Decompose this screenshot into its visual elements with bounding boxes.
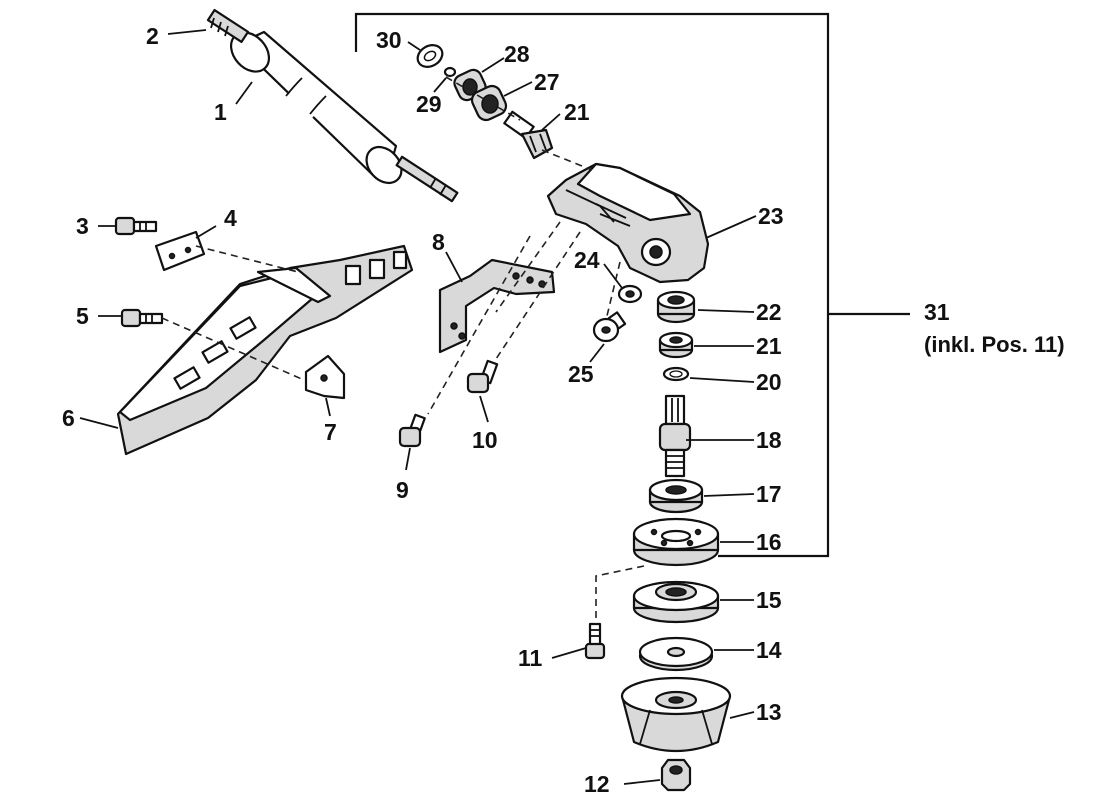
part-18-output-shaft (658, 394, 692, 478)
label-2: 2 (146, 23, 159, 49)
part-21-gear-lower (658, 331, 694, 359)
label-7: 7 (324, 419, 337, 445)
part-30-circlip (416, 44, 444, 68)
assembly-dash-lines (161, 76, 645, 624)
label-6: 6 (62, 405, 75, 431)
part-9-bolt (398, 413, 426, 448)
part-2-shaft-spline (206, 8, 459, 203)
label-29: 29 (416, 91, 442, 117)
part-27-bearing (470, 84, 508, 122)
label-1: 1 (214, 99, 227, 125)
part-labels: 2 1 3 4 5 6 7 8 9 10 30 28 29 27 21 23 2… (62, 23, 1065, 797)
part-4-plate (154, 230, 206, 272)
label-8: 8 (432, 229, 445, 255)
label-23: 23 (758, 203, 784, 229)
label-18: 18 (756, 427, 782, 453)
label-20: 20 (756, 369, 782, 395)
label-10: 10 (472, 427, 498, 453)
part-13-cup (620, 676, 732, 753)
assembly-bracket-31 (354, 12, 910, 558)
part-11-bolt (584, 622, 606, 660)
label-13: 13 (756, 699, 782, 725)
label-31: 31 (924, 299, 950, 325)
part-23-gear-housing (546, 162, 710, 284)
label-24: 24 (574, 247, 600, 273)
label-11: 11 (518, 645, 543, 671)
label-30: 30 (376, 27, 402, 53)
label-25: 25 (568, 361, 594, 387)
part-5-screw (120, 308, 164, 328)
label-28: 28 (504, 41, 530, 67)
label-15: 15 (756, 587, 782, 613)
part-12-nut (660, 758, 692, 792)
part-21-pinion-upper (503, 110, 554, 160)
part-24-washer (617, 284, 643, 304)
label-3: 3 (76, 213, 89, 239)
label-14: 14 (756, 637, 782, 663)
part-20-circlip (662, 366, 690, 382)
label-27: 27 (534, 69, 560, 95)
part-15-thrust-plate (632, 580, 720, 624)
label-4: 4 (224, 205, 237, 231)
label-21-upper: 21 (564, 99, 590, 125)
label-31-note: (inkl. Pos. 11) (924, 332, 1065, 357)
part-6-deflector-guard (116, 244, 414, 456)
part-17-ball-bearing (648, 478, 704, 514)
label-12: 12 (584, 771, 610, 797)
label-16: 16 (756, 529, 782, 555)
part-16-flange (632, 517, 720, 567)
part-25-screw (592, 311, 627, 343)
label-5: 5 (76, 303, 89, 329)
label-21-lower: 21 (756, 333, 782, 359)
label-9: 9 (396, 477, 409, 503)
part-7-clip (304, 354, 346, 400)
part-14-washer-disc (638, 636, 714, 672)
part-22-bearing (656, 290, 696, 324)
part-3-screw (114, 216, 158, 236)
part-10-bolt (466, 359, 499, 394)
label-22: 22 (756, 299, 782, 325)
part-8-mount-bracket (438, 258, 556, 354)
label-17: 17 (756, 481, 782, 507)
leader-lines (79, 29, 757, 785)
part-29-ring (443, 66, 457, 78)
